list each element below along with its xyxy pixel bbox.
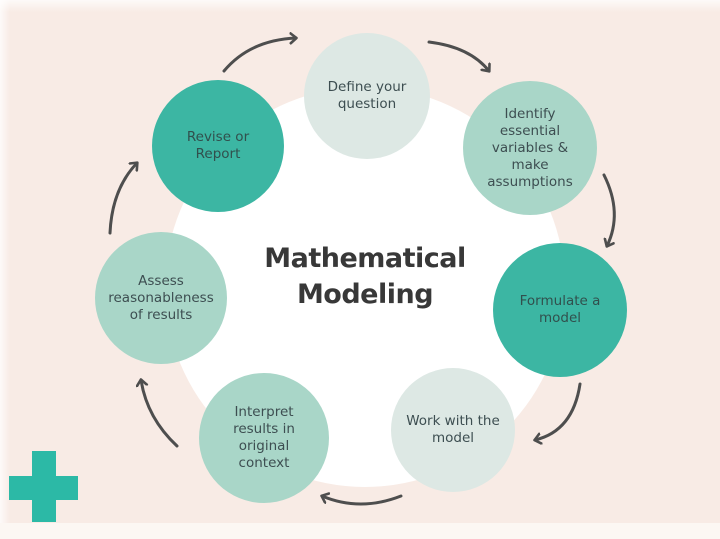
arrow-define-to-identify	[427, 40, 489, 71]
arrow-interpret-to-assess	[141, 380, 179, 448]
node-label: Interpret results in original context	[233, 404, 295, 471]
arrow-revise-to-define	[222, 38, 296, 73]
node-label: Work with the model	[406, 413, 500, 446]
arrow-work-to-interpret	[322, 496, 403, 506]
diagram-title: Mathematical Modeling	[264, 243, 466, 311]
node-label: Assess reasonableness of results	[108, 272, 214, 323]
cycle-node-identify-essential-variables: Identify essential variables & make assu…	[463, 81, 597, 215]
node-label: Revise or Report	[186, 129, 250, 162]
cycle-node-define-your-question: Define your question	[304, 33, 430, 159]
cycle-node-assess-reasonableness: Assess reasonableness of results	[95, 232, 227, 364]
cycle-node-formulate-a-model: Formulate a model	[493, 243, 627, 377]
cycle-node-work-with-the-model: Work with the model	[391, 368, 515, 492]
node-label: Formulate a model	[519, 293, 601, 326]
cycle-node-interpret-results: Interpret results in original context	[199, 373, 329, 503]
arrow-identify-to-formulate	[602, 173, 616, 246]
cycle-node-revise-or-report: Revise or Report	[152, 80, 284, 212]
node-label: Identify essential variables & make assu…	[487, 105, 573, 190]
arrow-assess-to-revise	[108, 163, 137, 235]
arrow-formulate-to-work	[535, 382, 582, 440]
bottom-strip	[0, 523, 720, 539]
plus-icon	[9, 451, 78, 522]
node-label: Define your question	[327, 79, 407, 112]
